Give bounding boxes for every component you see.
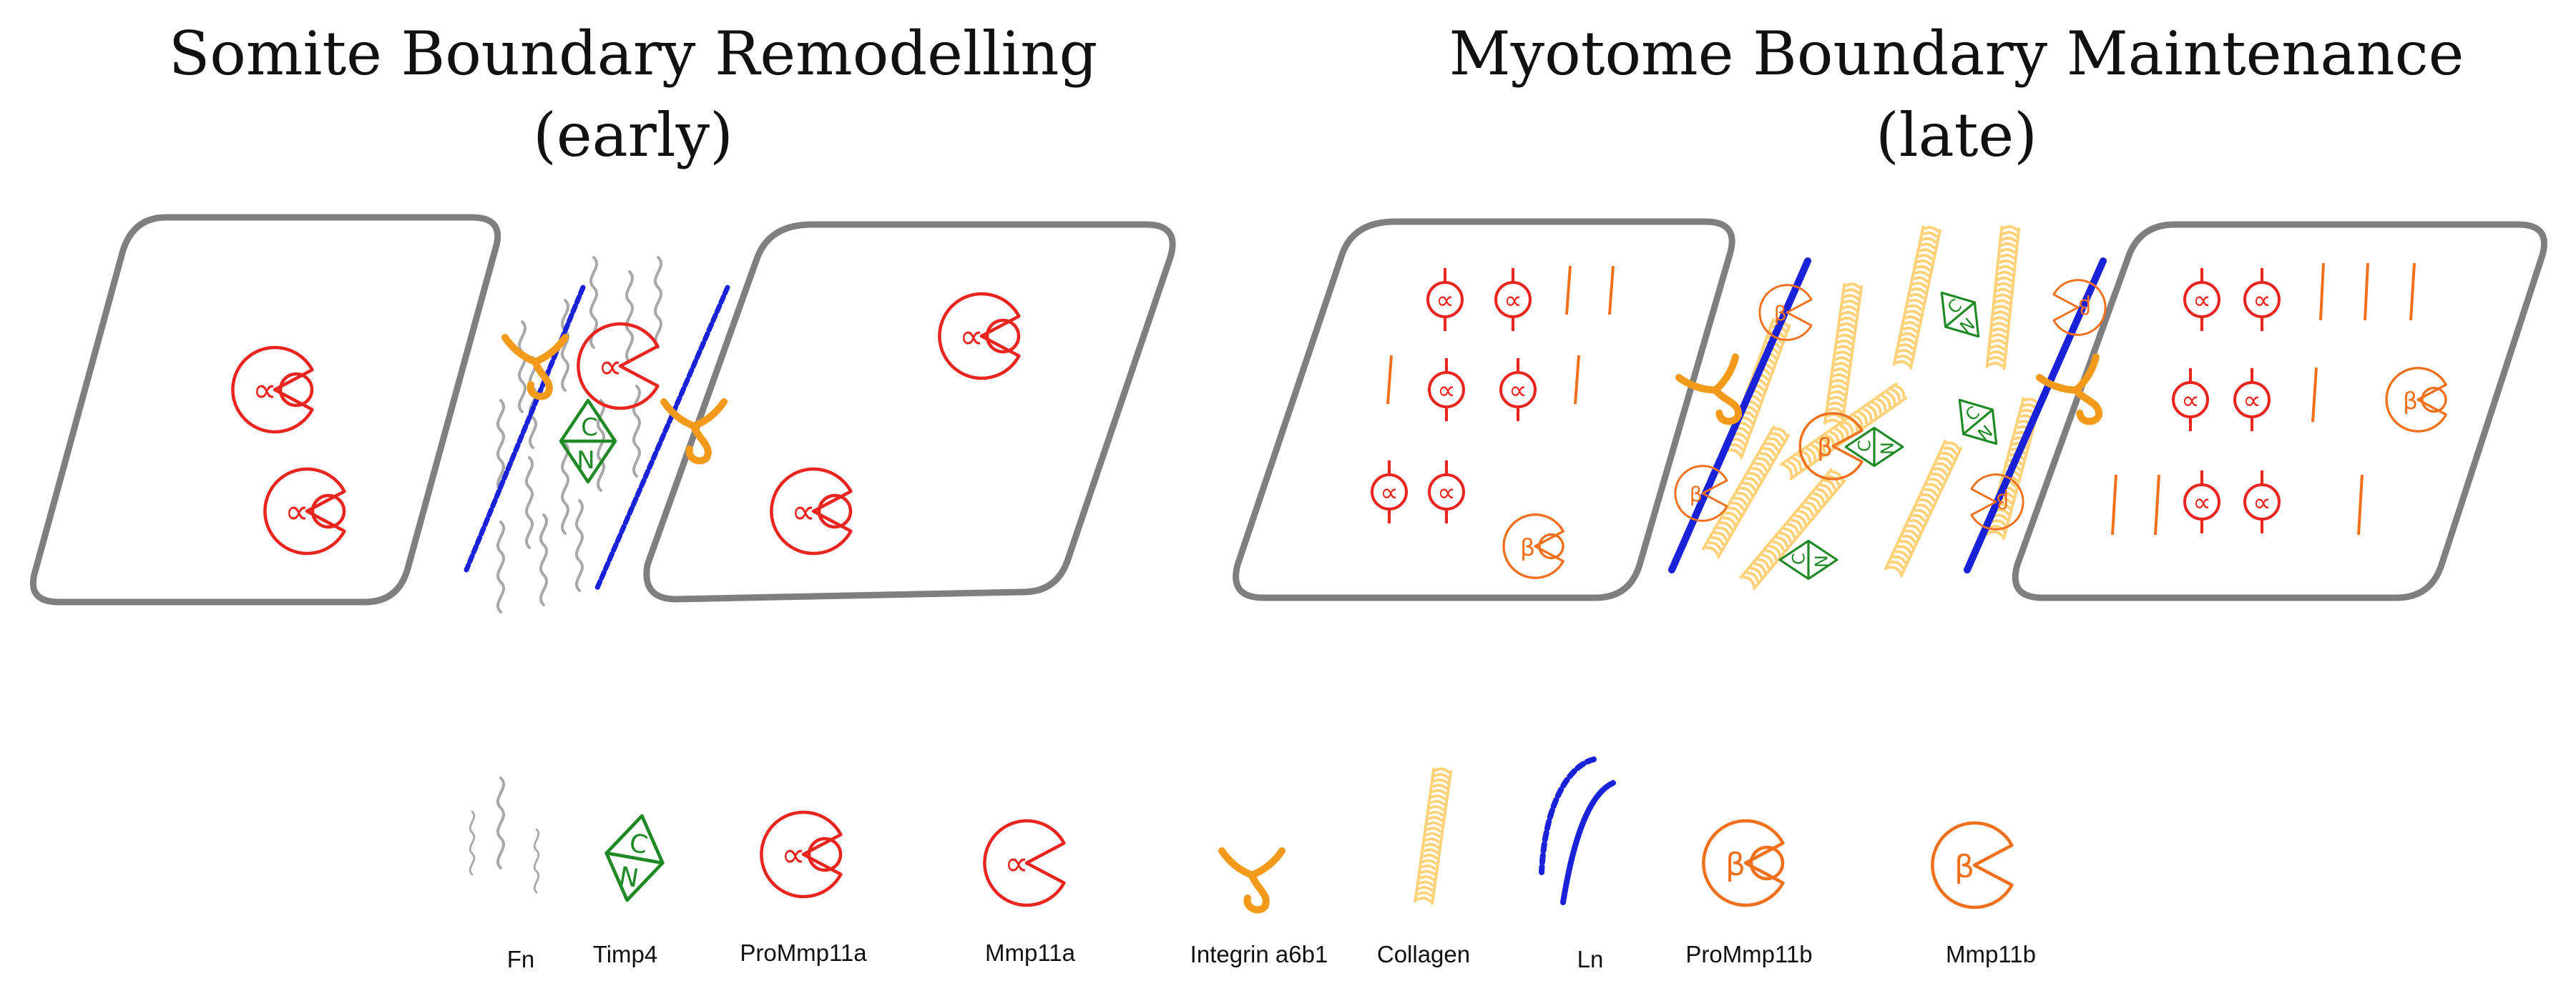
- late-panel-title: Myotome Boundary Maintenance: [1449, 19, 2464, 89]
- legend-label-collagen: Collagen: [1377, 941, 1470, 967]
- legend-timp4-icon: [599, 811, 670, 905]
- pro-mmp11b-late-2: [2386, 368, 2446, 432]
- legend-label-timp4: Timp4: [593, 941, 657, 967]
- mmp11b-late-2: [1674, 465, 1728, 522]
- timp4-early: [561, 400, 615, 482]
- early-panel-subtitle: (early): [533, 100, 733, 170]
- pro-mmp11b-late-1: [1504, 515, 1563, 578]
- legend-mmp11b-icon: [1932, 823, 2012, 907]
- legend-label-fn: Fn: [507, 946, 535, 972]
- legend-fn-icon: [469, 776, 540, 894]
- late-panel: [1233, 218, 2547, 601]
- laminin-right-early: [594, 285, 730, 591]
- pro-mmp11a-early-2: [265, 469, 344, 553]
- late-right-cell-receptors: [2111, 262, 2416, 536]
- timp4-late-1: [1926, 279, 1994, 350]
- integrin-early-1: [505, 337, 565, 396]
- legend-collagen-icon: [1414, 766, 1453, 907]
- integrin-late-2: [2039, 357, 2116, 433]
- mmp11a-early: [578, 324, 657, 408]
- legend-ln-icon: [1539, 756, 1616, 905]
- legend-pro-mmp11b-icon: [1703, 821, 1783, 905]
- legend-label-mmp11b: Mmp11b: [1946, 941, 2036, 967]
- pro-mmp11a-early-3: [939, 294, 1019, 378]
- late-panel-subtitle: (late): [1876, 100, 2037, 170]
- early-panel-title: Somite Boundary Remodelling: [169, 19, 1098, 89]
- legend-label-pro-mmp11b: ProMmp11b: [1685, 941, 1812, 967]
- legend-label-mmp11a: Mmp11a: [985, 940, 1076, 966]
- myotome-cell-left: [1233, 218, 1735, 601]
- legend: Fn Timp4 ProMmp11a Mmp11a Integrin a6b1 …: [469, 756, 2036, 972]
- early-panel: [29, 214, 1176, 613]
- myotome-cell-right: [2012, 221, 2547, 601]
- legend-label-integrin: Integrin a6b1: [1190, 941, 1328, 967]
- integrin-early-2: [664, 402, 724, 460]
- pro-mmp11a-early-4: [771, 469, 851, 553]
- legend-label-pro-mmp11a: ProMmp11a: [740, 940, 867, 966]
- somite-cell-left: [29, 214, 501, 606]
- legend-pro-mmp11a-icon: [761, 812, 841, 897]
- somite-cell-right: [643, 221, 1176, 603]
- legend-label-ln: Ln: [1577, 946, 1604, 972]
- pro-mmp11a-early-1: [232, 347, 312, 432]
- legend-mmp11a-icon: [984, 821, 1064, 905]
- late-left-cell-receptors: [1371, 265, 1615, 525]
- legend-integrin-icon: [1222, 851, 1282, 909]
- mmp11b-late-4: [2052, 279, 2107, 336]
- late-collagen-field: [1701, 224, 2042, 591]
